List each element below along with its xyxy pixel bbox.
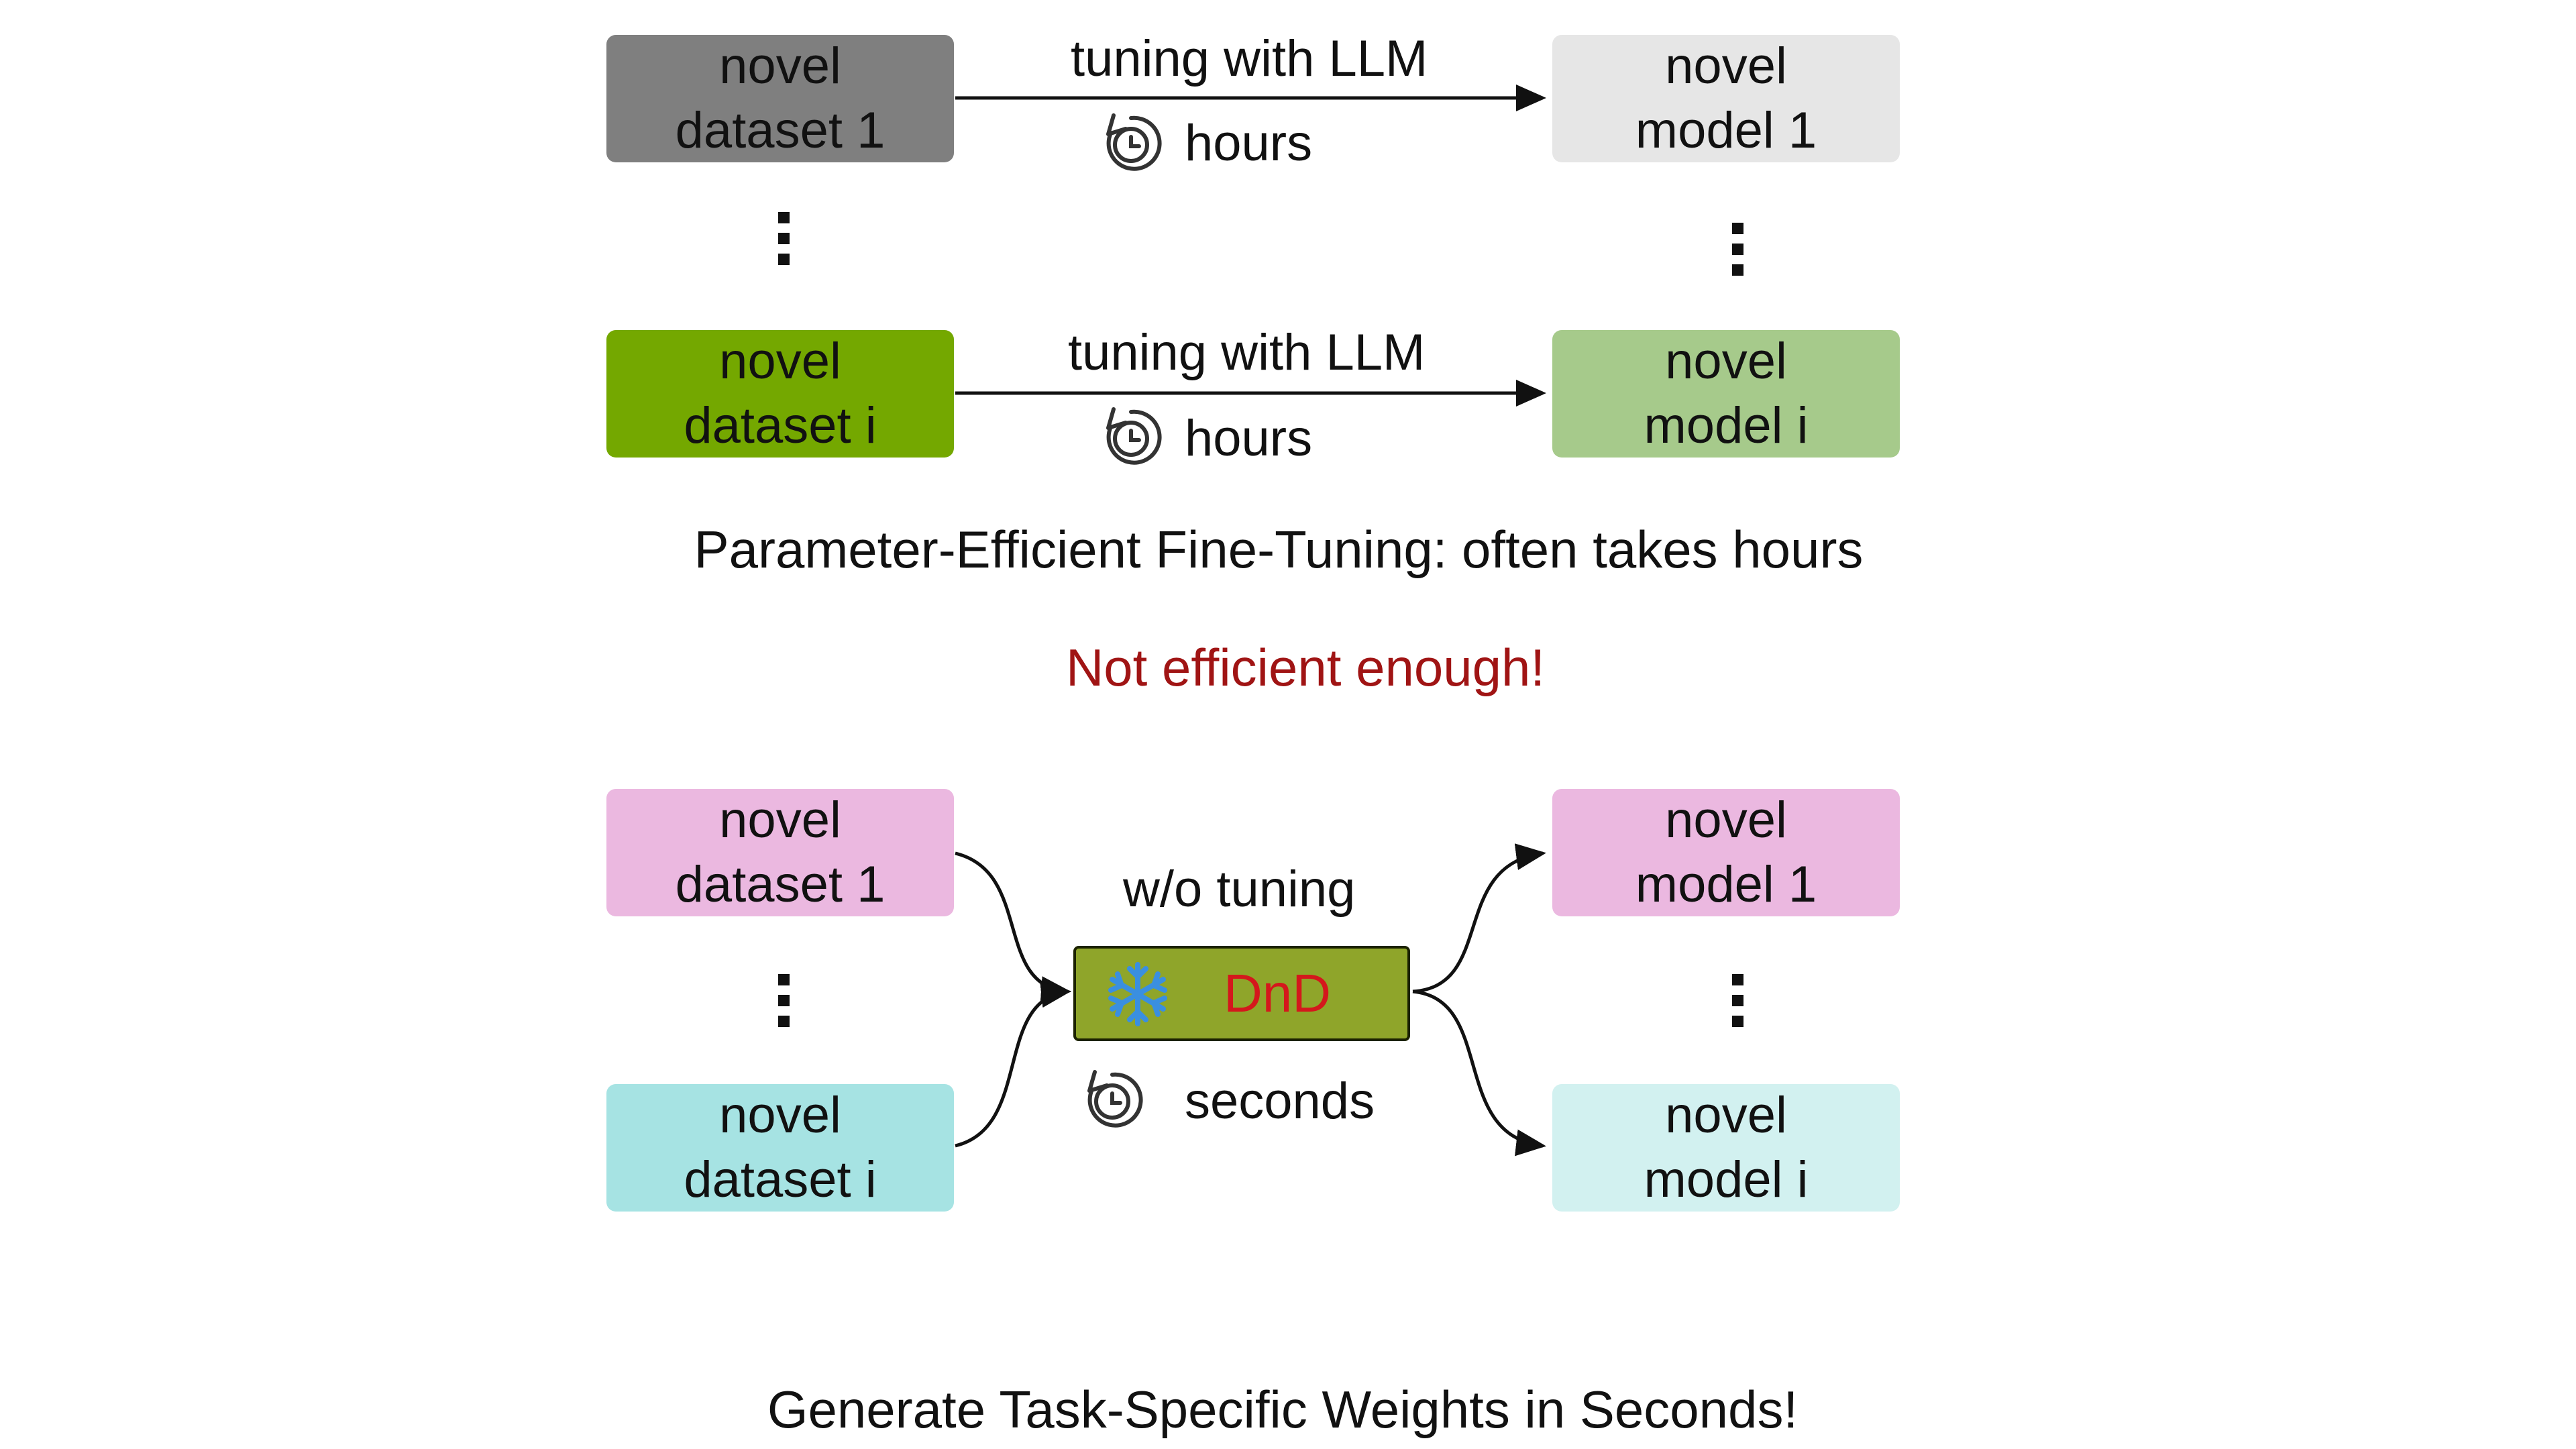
clock-icon	[1106, 407, 1162, 465]
bottom-model-i-line2: model i	[1644, 1151, 1809, 1208]
top-model-1-box: novel model 1	[1552, 35, 1900, 162]
top-rowi-arrow-label: tuning with LLM	[1068, 324, 1426, 381]
snowflake-icon	[1108, 962, 1167, 1026]
bottom-dataset-1-box: novel dataset 1	[606, 789, 954, 916]
ellipsis-icon	[1731, 974, 1744, 1027]
top-dataset-1-line1: novel	[719, 38, 841, 95]
curve-dataseti-to-dnd	[955, 981, 1071, 1148]
top-dataset-1-box: novel dataset 1	[606, 35, 954, 162]
top-model-1-line1: novel	[1665, 38, 1787, 95]
curve-dataset1-to-dnd	[955, 851, 1071, 1004]
top-model-i-line2: model i	[1644, 397, 1809, 454]
seconds-label: seconds	[1185, 1073, 1375, 1130]
curve-dnd-to-modeli	[1412, 989, 1546, 1157]
top-model-i-line1: novel	[1665, 333, 1787, 390]
clock-icon	[1106, 113, 1162, 171]
top-model-i-box: novel model i	[1552, 330, 1900, 458]
warning-text: Not efficient enough!	[1065, 638, 1546, 697]
bottom-dataset-i-line1: novel	[719, 1087, 841, 1144]
bottom-model-i-box: novel model i	[1552, 1084, 1900, 1212]
wo-tuning-label: w/o tuning	[1123, 861, 1356, 918]
top-rowi-time-label: hours	[1185, 410, 1313, 467]
bottom-model-i-line1: novel	[1665, 1087, 1787, 1144]
top-model-1-line2: model 1	[1635, 102, 1817, 159]
dnd-label: DnD	[1224, 963, 1332, 1023]
bottom-model-1-line2: model 1	[1635, 856, 1817, 913]
bottom-dataset-1-line1: novel	[719, 792, 841, 849]
bottom-model-1-line1: novel	[1665, 792, 1787, 849]
top-dataset-i-line2: dataset i	[684, 397, 877, 454]
top-row1-time-label: hours	[1185, 115, 1313, 172]
top-row1-arrow-label: tuning with LLM	[1071, 30, 1428, 87]
bottom-model-1-box: novel model 1	[1552, 789, 1900, 916]
top-dataset-i-box: novel dataset i	[606, 330, 954, 458]
top-dataset-1-line2: dataset 1	[675, 102, 885, 159]
ellipsis-icon	[777, 974, 790, 1027]
bottom-dataset-i-line2: dataset i	[684, 1151, 877, 1208]
peft-caption: Parameter-Efficient Fine-Tuning: often t…	[694, 520, 1864, 579]
curve-dnd-to-model1	[1412, 843, 1546, 994]
dnd-block: DnD	[1073, 946, 1410, 1041]
bottom-dataset-i-box: novel dataset i	[606, 1084, 954, 1212]
bottom-dataset-1-line2: dataset 1	[675, 856, 885, 913]
top-dataset-i-line1: novel	[719, 333, 841, 390]
clock-icon	[1087, 1070, 1143, 1128]
ellipsis-icon	[1731, 223, 1744, 276]
dnd-caption: Generate Task-Specific Weights in Second…	[767, 1380, 1799, 1439]
ellipsis-icon	[777, 212, 790, 265]
